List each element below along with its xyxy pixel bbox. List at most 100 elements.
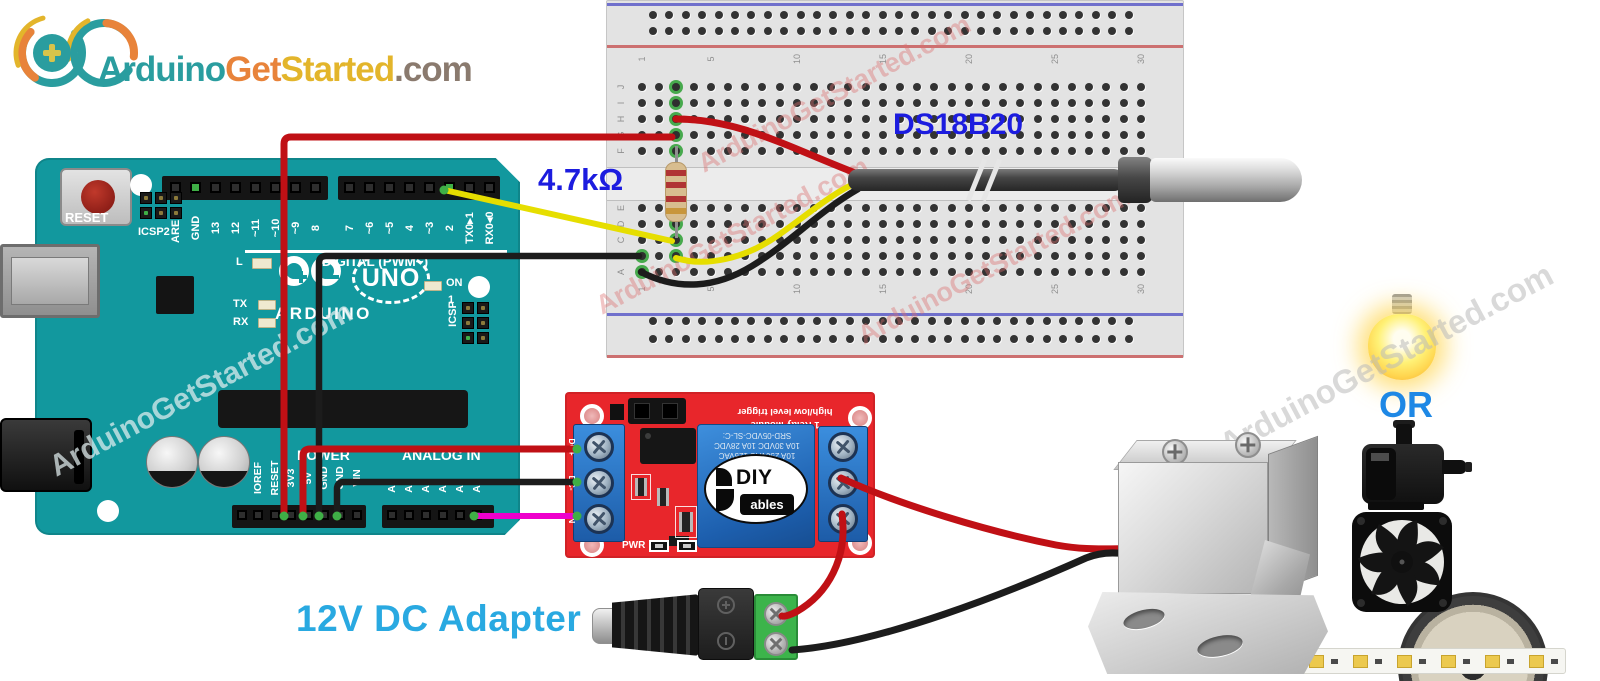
breadboard-hole <box>1016 236 1025 244</box>
breadboard-hole <box>1119 220 1128 228</box>
rail-hole <box>845 27 854 35</box>
rail-hole <box>977 11 985 19</box>
rail-hole <box>763 11 772 19</box>
rail-hole <box>1108 317 1117 325</box>
rail-hole <box>1026 11 1035 19</box>
breadboard-hole <box>792 220 801 228</box>
rail-hole <box>927 335 936 343</box>
rail-hole <box>681 27 690 35</box>
rail-hole <box>1075 11 1084 19</box>
board-corner-cut <box>501 516 545 560</box>
icsp-pin <box>462 317 474 329</box>
pin-label: IOREF <box>252 461 265 495</box>
rail-hole <box>665 317 674 325</box>
breadboard-hole <box>1050 268 1059 276</box>
bulb-screw-cap <box>1392 294 1412 314</box>
mounting-hole <box>130 174 152 196</box>
breadboard-hole <box>706 99 715 107</box>
pin-label: A1 <box>403 479 415 493</box>
column-number: 25 <box>1049 284 1060 295</box>
breadboard-hole <box>964 268 973 276</box>
breadboard-hole <box>706 204 715 212</box>
breadboard-hole <box>999 99 1008 107</box>
capacitor <box>146 436 198 488</box>
breadboard-hole <box>724 252 732 260</box>
breadboard-hole <box>655 268 664 276</box>
rail-hole <box>1124 11 1133 19</box>
pump-label-chip <box>1371 453 1389 461</box>
breadboard-hole <box>1068 131 1076 139</box>
breadboard-hole <box>741 83 750 91</box>
terminal-screw[interactable] <box>584 432 614 462</box>
diyables-mark-icon <box>716 489 734 511</box>
icsp2-label: ICSP2 <box>138 226 170 238</box>
rail-hole <box>944 335 953 343</box>
rail-hole <box>813 335 821 343</box>
breadboard-hole <box>999 220 1008 228</box>
diyables-text: DIY <box>736 466 773 489</box>
rail-hole <box>1059 317 1067 325</box>
rail-hole <box>731 335 739 343</box>
terminal-screw[interactable] <box>828 504 858 534</box>
breadboard-hole <box>775 236 784 244</box>
breadboard-hole <box>878 204 887 212</box>
terminal-screw[interactable] <box>828 432 858 462</box>
led-l <box>252 258 272 269</box>
breadboard-hole <box>792 131 801 139</box>
terminal-screw[interactable] <box>584 504 614 534</box>
terminal-screw[interactable] <box>828 468 858 498</box>
breadboard-hole <box>758 147 767 155</box>
breadboard-hole <box>930 99 939 107</box>
terminal-screw[interactable] <box>764 602 788 626</box>
breadboard-hole <box>878 268 887 276</box>
breadboard-hole <box>999 147 1008 155</box>
breadboard-hole <box>827 131 836 139</box>
header-pin <box>404 182 415 193</box>
rail-hole <box>895 27 903 35</box>
led-chip <box>1529 655 1544 668</box>
breadboard-hole <box>861 131 870 139</box>
arduino-brand-text: ARDUINO <box>275 304 372 323</box>
breadboard-hole <box>655 83 664 91</box>
logo-word-get: Get <box>225 50 281 89</box>
column-number: 10 <box>791 54 802 65</box>
rail-hole <box>796 317 805 325</box>
led-tx-label: TX <box>233 298 248 310</box>
breadboard-hole <box>1136 99 1145 107</box>
breadboard-hole <box>1033 236 1042 244</box>
rail-hole <box>1124 317 1133 325</box>
rail-hole <box>1059 11 1067 19</box>
breadboard-hole <box>878 99 887 107</box>
terminal-screw[interactable] <box>584 468 614 498</box>
rail-hole <box>944 27 953 35</box>
bulb-glass <box>1368 314 1436 380</box>
breadboard-hole <box>1102 204 1111 212</box>
header-pin <box>310 182 321 193</box>
breadboard-hole <box>896 83 904 91</box>
terminal-screw[interactable] <box>764 632 788 656</box>
rail-hole <box>993 11 1002 19</box>
led-rx-label: RX <box>233 316 249 328</box>
breadboard-hole <box>638 99 646 107</box>
breadboard-hole <box>878 115 887 123</box>
trigger-jumper[interactable] <box>628 398 686 424</box>
reset-button[interactable] <box>60 168 132 226</box>
rail-hole <box>649 335 657 343</box>
breadboard-hole <box>758 83 767 91</box>
pin-label: ~11 <box>249 218 262 238</box>
breadboard-hole <box>896 236 904 244</box>
breadboard-hole <box>861 236 870 244</box>
breadboard-hole <box>1102 83 1111 91</box>
breadboard-hole <box>964 131 973 139</box>
row-letter: A <box>616 269 626 276</box>
breadboard-hole <box>964 147 973 155</box>
breadboard-hole <box>810 220 818 228</box>
breadboard-hole <box>1119 252 1128 260</box>
breadboard-hole <box>930 236 939 244</box>
rail-hole <box>796 11 805 19</box>
header-pin <box>344 182 355 193</box>
rail-hole <box>698 27 707 35</box>
breadboard-hole <box>1136 252 1145 260</box>
breadboard-hole <box>844 83 853 91</box>
